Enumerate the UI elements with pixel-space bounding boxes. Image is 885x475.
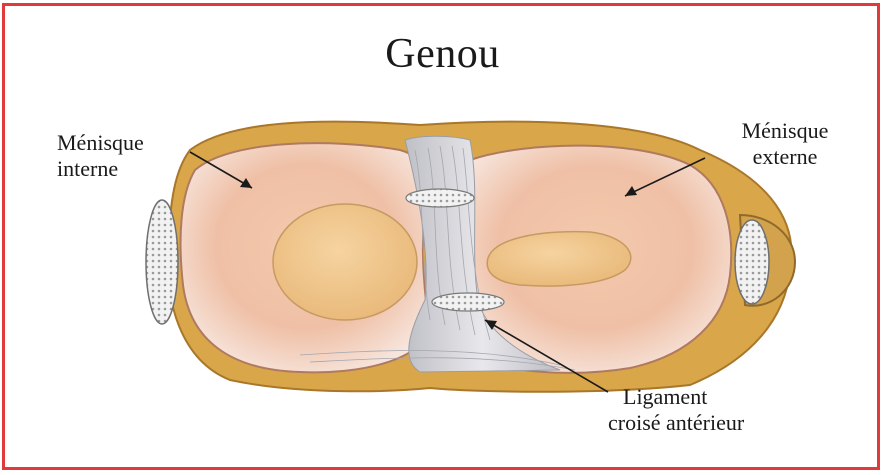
- medial-collateral-stump: [146, 200, 178, 324]
- ligament-insertion-anterior: [432, 293, 504, 311]
- label-line: interne: [57, 156, 144, 182]
- label-lateral-meniscus: Ménisque externe: [720, 118, 850, 170]
- ligament-insertion-posterior: [406, 189, 474, 207]
- figure-title: Genou: [0, 30, 885, 78]
- lateral-collateral-stump: [735, 220, 769, 304]
- label-cruciate-ligament: Ligament croisé antérieur: [608, 384, 744, 436]
- medial-cartilage: [273, 204, 417, 320]
- label-line: croisé antérieur: [608, 410, 744, 436]
- label-line: Ménisque: [57, 130, 144, 156]
- label-line: Ligament: [608, 384, 744, 410]
- label-line: externe: [720, 144, 850, 170]
- label-line: Ménisque: [720, 118, 850, 144]
- label-medial-meniscus: Ménisque interne: [57, 130, 144, 182]
